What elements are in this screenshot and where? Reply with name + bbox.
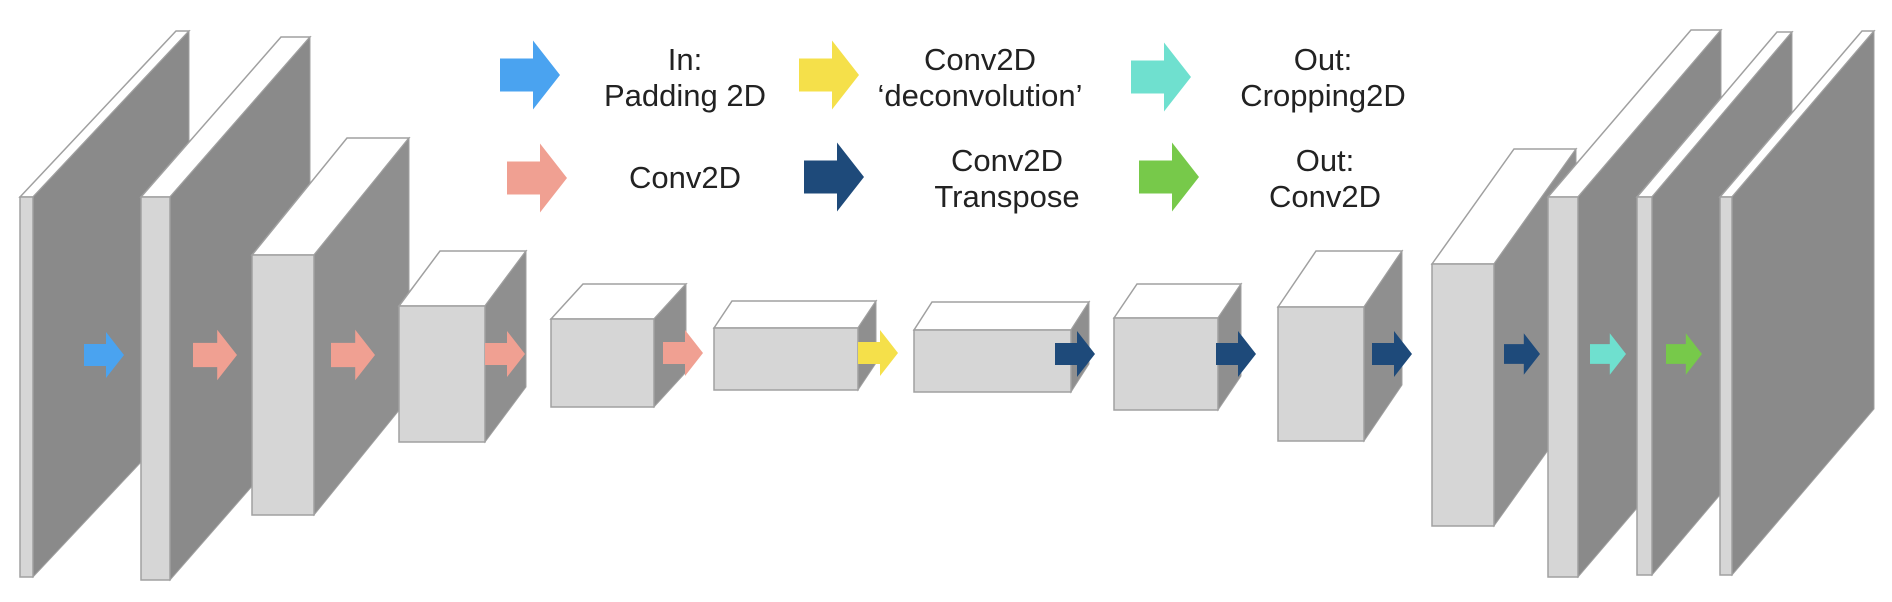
layer-enc2	[397, 249, 528, 444]
arrow-conv	[485, 331, 525, 377]
layer-enc3	[549, 282, 688, 409]
layer-top-face	[912, 301, 1091, 331]
legend-label-conv-line1: Conv2D	[629, 160, 741, 195]
layer-output	[1718, 29, 1876, 577]
layer-front-face	[140, 196, 171, 581]
legend-item-deconv: Conv2D‘deconvolution’	[799, 40, 1083, 113]
arrow-outconv	[1666, 333, 1702, 375]
layer-front-face	[1113, 317, 1219, 411]
layer-top-face	[712, 300, 878, 329]
arrow-transpose	[1504, 333, 1540, 375]
legend-label-padding-line1: In:	[668, 42, 702, 77]
layer-front-face	[1636, 196, 1653, 576]
legend-label-transpose-line1: Conv2D	[951, 143, 1063, 178]
legend-label-deconv-line1: Conv2D	[924, 42, 1036, 77]
layer-front-face	[913, 329, 1072, 393]
layer-stack	[18, 28, 1876, 582]
arrow-cropping	[1590, 333, 1626, 375]
legend-label-cropping-line2: Cropping2D	[1240, 78, 1405, 113]
layer-front-face	[398, 305, 486, 443]
legend-arrow-icon-cropping	[1131, 42, 1191, 112]
legend-label-outconv-line1: Out:	[1296, 143, 1355, 178]
legend: In:Padding 2DConv2D‘deconvolution’Out:Cr…	[500, 40, 1406, 214]
arrow-transpose	[1372, 331, 1412, 377]
legend-item-cropping: Out:Cropping2D	[1131, 42, 1406, 113]
arrow-conv	[663, 330, 703, 376]
layer-front-face	[1277, 306, 1365, 442]
arrow-conv	[331, 329, 375, 381]
layer-dec1	[1112, 282, 1243, 412]
legend-arrow-icon-conv	[507, 143, 567, 213]
arrow-transpose	[1216, 331, 1256, 377]
layer-bottleneck	[712, 299, 878, 392]
legend-label-cropping-line1: Out:	[1294, 42, 1353, 77]
legend-label-padding-line2: Padding 2D	[604, 78, 766, 113]
legend-arrow-icon-deconv	[799, 40, 859, 110]
arrow-transpose	[1055, 331, 1095, 377]
layer-front-face	[550, 318, 655, 408]
legend-label-transpose-line2: Transpose	[934, 179, 1079, 214]
layer-front-face	[19, 196, 34, 578]
layer-front-face	[251, 254, 315, 516]
legend-label-deconv-line2: ‘deconvolution’	[877, 78, 1082, 113]
legend-arrow-icon-transpose	[804, 142, 864, 212]
layer-deconv	[912, 300, 1091, 394]
layer-front-face	[1719, 196, 1733, 576]
layer-front-face	[713, 327, 859, 391]
layer-front-face	[1547, 196, 1579, 578]
legend-arrow-icon-padding	[500, 40, 560, 110]
arrow-conv	[193, 329, 237, 381]
legend-item-padding: In:Padding 2D	[500, 40, 766, 113]
legend-item-conv: Conv2D	[507, 143, 741, 213]
layer-dec2	[1276, 249, 1404, 443]
layer-front-face	[1431, 263, 1495, 527]
arrow-padding	[84, 332, 124, 378]
legend-arrow-icon-outconv	[1139, 142, 1199, 212]
legend-label-outconv-line2: Conv2D	[1269, 179, 1381, 214]
arrow-deconv	[858, 330, 898, 376]
legend-item-outconv: Out:Conv2D	[1139, 142, 1381, 214]
